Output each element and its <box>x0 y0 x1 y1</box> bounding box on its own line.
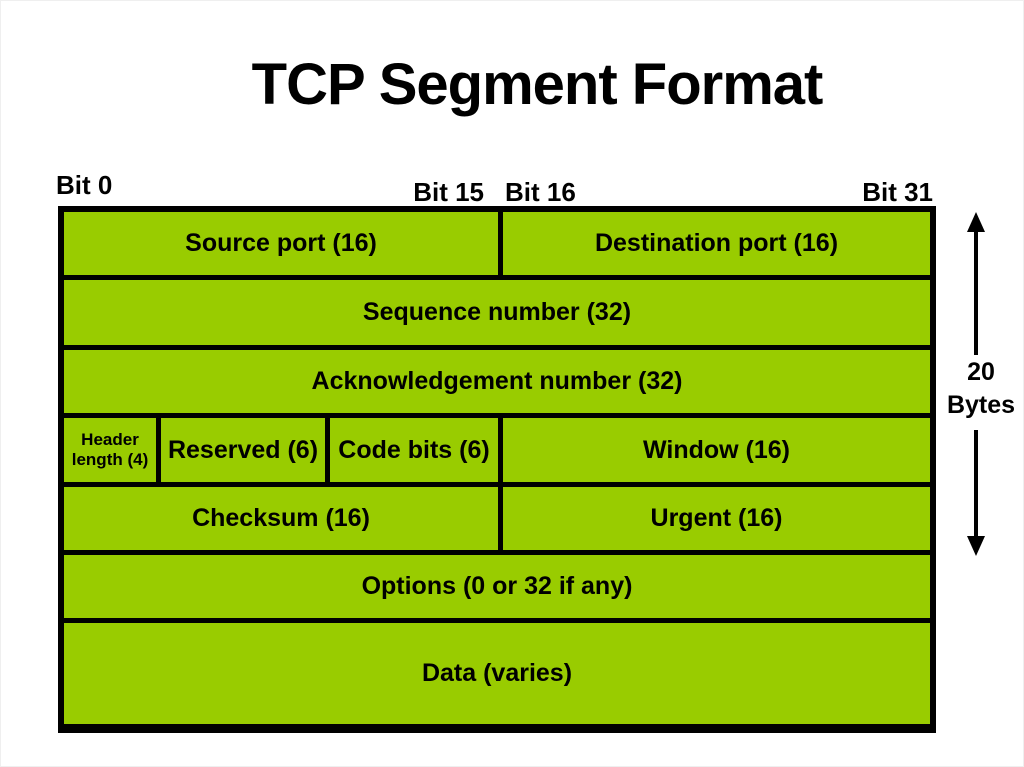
byte-count: 20 <box>967 358 995 386</box>
table-row: Data (varies) <box>64 623 930 724</box>
bit-label-15: Bit 15 <box>413 177 484 207</box>
field-cell-source-port: Source port (16) <box>64 212 498 275</box>
field-cell-checksum: Checksum (16) <box>64 487 498 550</box>
field-cell-urgent: Urgent (16) <box>503 487 930 550</box>
up-arrow-icon <box>965 212 987 355</box>
tcp-segment-table: Source port (16) Destination port (16) S… <box>58 206 936 733</box>
field-cell-code-bits: Code bits (6) <box>330 418 498 482</box>
table-row: Header length (4) Reserved (6) Code bits… <box>64 418 930 482</box>
table-row: Source port (16) Destination port (16) <box>64 212 930 275</box>
table-row: Sequence number (32) <box>64 280 930 345</box>
bit-label-31: Bit 31 <box>862 177 933 207</box>
arrow-shaft <box>974 430 978 536</box>
down-arrowhead-icon <box>967 536 985 556</box>
table-row: Options (0 or 32 if any) <box>64 555 930 618</box>
arrow-shaft <box>974 232 978 355</box>
field-cell-reserved: Reserved (6) <box>161 418 325 482</box>
field-cell-window: Window (16) <box>503 418 930 482</box>
field-cell-destination-port: Destination port (16) <box>503 212 930 275</box>
up-arrowhead-icon <box>967 212 985 232</box>
field-cell-data: Data (varies) <box>64 623 930 724</box>
bit-label-0: Bit 0 <box>56 170 113 200</box>
page-title: TCP Segment Format <box>251 52 824 117</box>
byte-unit: Bytes <box>946 391 1016 419</box>
field-cell-options: Options (0 or 32 if any) <box>64 555 930 618</box>
field-cell-sequence-number: Sequence number (32) <box>64 280 930 345</box>
field-cell-acknowledgement-number: Acknowledgement number (32) <box>64 350 930 413</box>
table-row: Acknowledgement number (32) <box>64 350 930 413</box>
field-cell-header-length: Header length (4) <box>64 418 156 482</box>
byte-span-label: 20 Bytes <box>934 356 1023 422</box>
table-row: Checksum (16) Urgent (16) <box>64 487 930 550</box>
down-arrow-icon <box>965 430 987 556</box>
bit-label-16: Bit 16 <box>505 177 576 207</box>
